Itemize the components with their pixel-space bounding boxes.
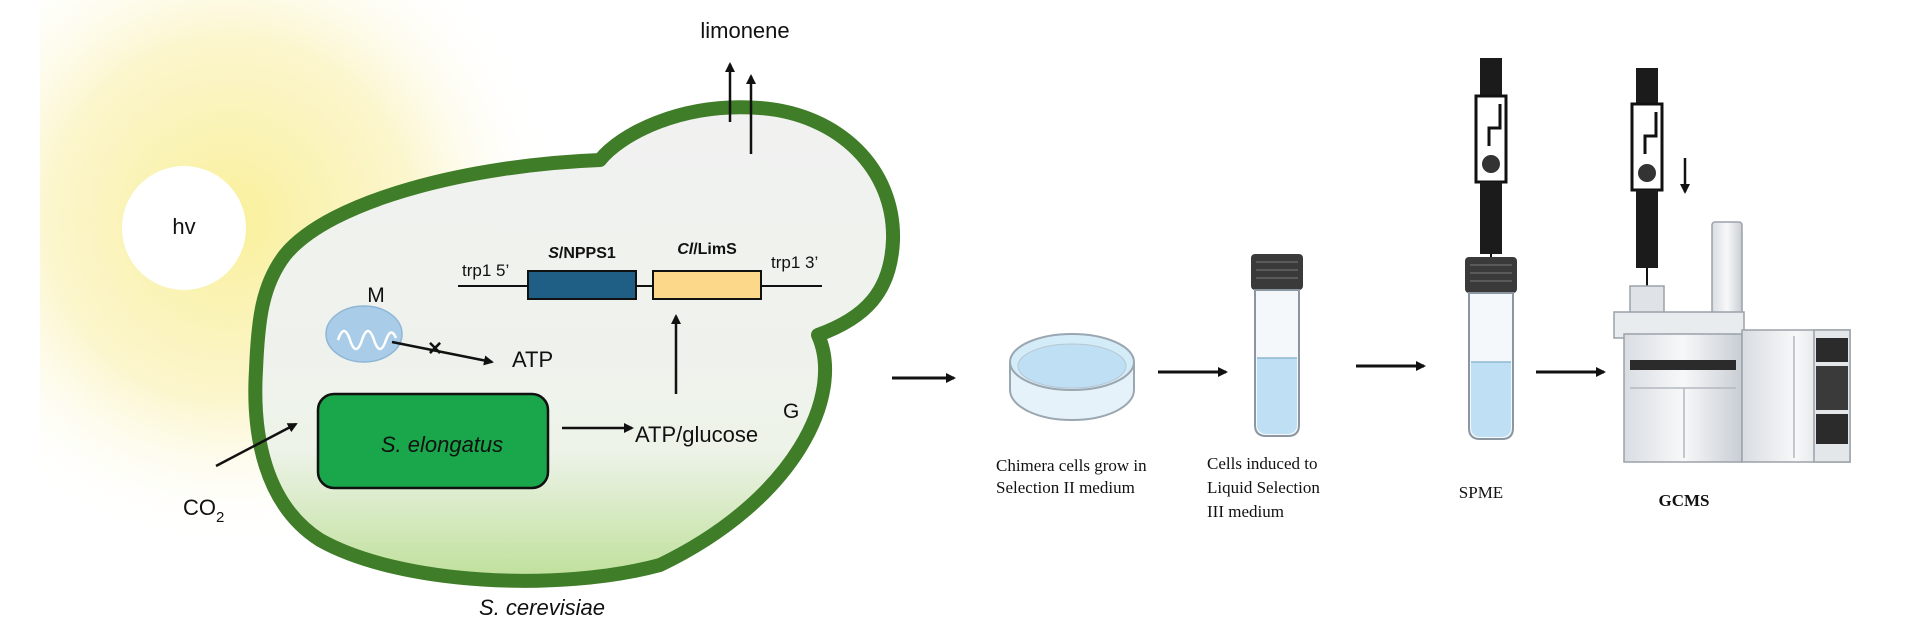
gcms-instrument (1613, 221, 1851, 463)
light-label: hv (172, 214, 195, 239)
step1-caption-line2: Selection II medium (996, 478, 1135, 497)
symbiont-box (316, 392, 550, 490)
vial-induction (1251, 254, 1303, 437)
left-flank-label: trp1 5’ (462, 261, 509, 280)
mito-atp-arrow (391, 340, 494, 366)
petri-dish (1009, 333, 1135, 421)
gcms-fiber-holder (1630, 68, 1664, 296)
vial-spme (1465, 257, 1517, 440)
gene-cllims (652, 270, 762, 300)
sun-circle (122, 166, 246, 290)
mitochondrion-cristae (336, 329, 398, 351)
symbiont-label: S. elongatus (381, 432, 503, 457)
limonene-label: limonene (700, 18, 789, 43)
mitochondrion-label: M (367, 284, 385, 307)
gene2-label: Cl/LimS (677, 241, 737, 258)
step2-caption-line1: Cells induced to (1207, 454, 1317, 473)
host-label: S. cerevisiae (479, 595, 605, 620)
step2-caption-line3: III medium (1207, 502, 1284, 521)
step2-caption-line2: Liquid Selection (1207, 478, 1320, 497)
atp-label: ATP (512, 347, 553, 372)
atp-glucose-label: ATP/glucose (635, 422, 758, 447)
step4-caption: GCMS (1659, 491, 1710, 510)
block-x-icon: × (428, 335, 442, 362)
gene-snpps1 (527, 270, 637, 300)
g-label: G (783, 400, 799, 423)
step1-caption-line1: Chimera cells grow in (996, 456, 1147, 475)
right-flank-label: trp1 3’ (771, 253, 818, 272)
co2-label: CO2 (183, 495, 224, 526)
step3-caption: SPME (1459, 483, 1503, 502)
co2-arrow (215, 422, 298, 468)
gene1-label: S/NPPS1 (548, 245, 616, 262)
